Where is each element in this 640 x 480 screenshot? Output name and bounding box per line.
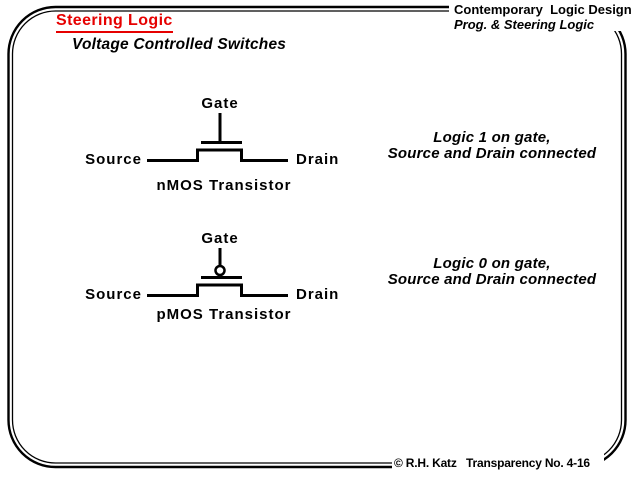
course-title: Contemporary Logic Design [454, 2, 632, 17]
nmos-channel [196, 148, 243, 162]
pmos-note-line2: Source and Drain connected [387, 271, 597, 288]
nmos-source-label: Source [85, 151, 142, 168]
header-block: Contemporary Logic Design Prog. & Steeri… [454, 2, 636, 32]
pmos-note: Logic 0 on gate, Source and Drain connec… [362, 256, 622, 288]
page-title: Steering Logic [56, 12, 173, 33]
pmos-gate-label: Gate [201, 230, 239, 247]
nmos-transistor-symbol [147, 113, 288, 162]
pmos-drain-label: Drain [296, 286, 340, 303]
nmos-note: Logic 1 on gate, Source and Drain connec… [362, 130, 622, 162]
page-subtitle: Voltage Controlled Switches [72, 36, 287, 53]
footer-credit: © R.H. Katz Transparency No. 4-16 [394, 456, 590, 470]
border-gap-header [449, 0, 640, 31]
nmos-gate-label: Gate [201, 95, 239, 112]
nmos-caption: nMOS Transistor [156, 177, 292, 194]
nmos-drain-label: Drain [296, 151, 340, 168]
pmos-source-label: Source [85, 286, 142, 303]
nmos-note-line1: Logic 1 on gate, [433, 129, 551, 146]
pmos-bubble-icon [214, 264, 226, 277]
chapter-title: Prog. & Steering Logic [454, 17, 595, 32]
slide-border [7, 0, 640, 480]
pmos-caption: pMOS Transistor [156, 306, 292, 323]
pmos-channel [196, 283, 243, 297]
pmos-transistor-symbol [147, 248, 288, 297]
nmos-note-line2: Source and Drain connected [387, 145, 597, 162]
pmos-note-line1: Logic 0 on gate, [433, 255, 551, 272]
border-gap-footer [392, 452, 604, 480]
